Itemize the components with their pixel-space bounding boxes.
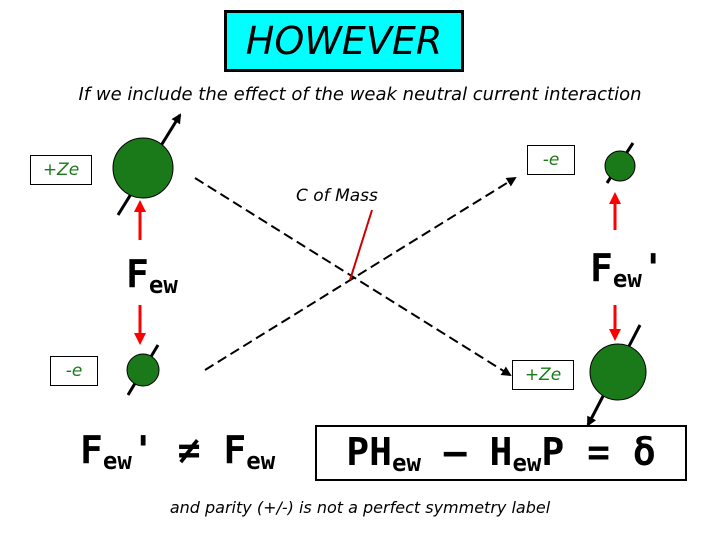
- eq-sub-2: ew: [512, 448, 542, 477]
- force-right-main: F: [590, 246, 613, 290]
- ineq-left-sub: ew: [102, 447, 132, 475]
- equation-box: PHew – HewP = δ: [315, 425, 687, 481]
- footnote: and parity (+/-) is not a perfect symmet…: [169, 498, 551, 517]
- eq-part-3: P = δ: [541, 429, 656, 474]
- inequality: Few' ≠ Few: [80, 428, 275, 475]
- subtitle: If we include the effect of the weak neu…: [78, 84, 642, 105]
- eq-part-1: PH: [346, 429, 393, 474]
- dashed-path-1: [194, 177, 512, 377]
- force-right-prime: ': [641, 246, 665, 290]
- ineq-op: ≠: [177, 428, 201, 472]
- label-bottom-left-text: -e: [65, 361, 83, 381]
- label-top-right-text: -e: [542, 150, 560, 170]
- label-bottom-right-text: +Ze: [524, 365, 562, 385]
- label-bottom-right-charge: +Ze: [512, 360, 574, 390]
- title-box: HOWEVER: [224, 10, 464, 72]
- force-right-sub: ew: [612, 265, 642, 293]
- ineq-left-prime: ': [131, 428, 155, 472]
- label-top-left-charge: +Ze: [30, 155, 92, 185]
- nucleus-bottom-right: [589, 343, 647, 401]
- nucleus-top-left: [112, 137, 174, 199]
- force-left-sub: ew: [148, 271, 178, 299]
- label-top-right-charge: -e: [527, 145, 575, 175]
- force-left-main: F: [126, 252, 149, 296]
- eq-sub-1: ew: [392, 448, 421, 477]
- ineq-left-main: F: [80, 428, 103, 472]
- electron-top-right: [604, 150, 636, 182]
- eq-part-2: – H: [420, 429, 513, 474]
- com-pointer: [349, 209, 373, 281]
- force-label-right: Few': [590, 246, 665, 293]
- ineq-right-sub: ew: [246, 447, 276, 475]
- title: HOWEVER: [245, 19, 443, 63]
- electron-bottom-left: [126, 353, 160, 387]
- force-label-left: Few: [126, 252, 178, 299]
- dashed-path-2: [204, 176, 517, 371]
- label-top-left-text: +Ze: [42, 160, 80, 180]
- equation: PHew – HewP = δ: [346, 430, 655, 477]
- center-of-mass-label: C of Mass: [296, 186, 378, 206]
- ineq-right-main: F: [223, 428, 247, 472]
- label-bottom-left-charge: -e: [50, 356, 98, 386]
